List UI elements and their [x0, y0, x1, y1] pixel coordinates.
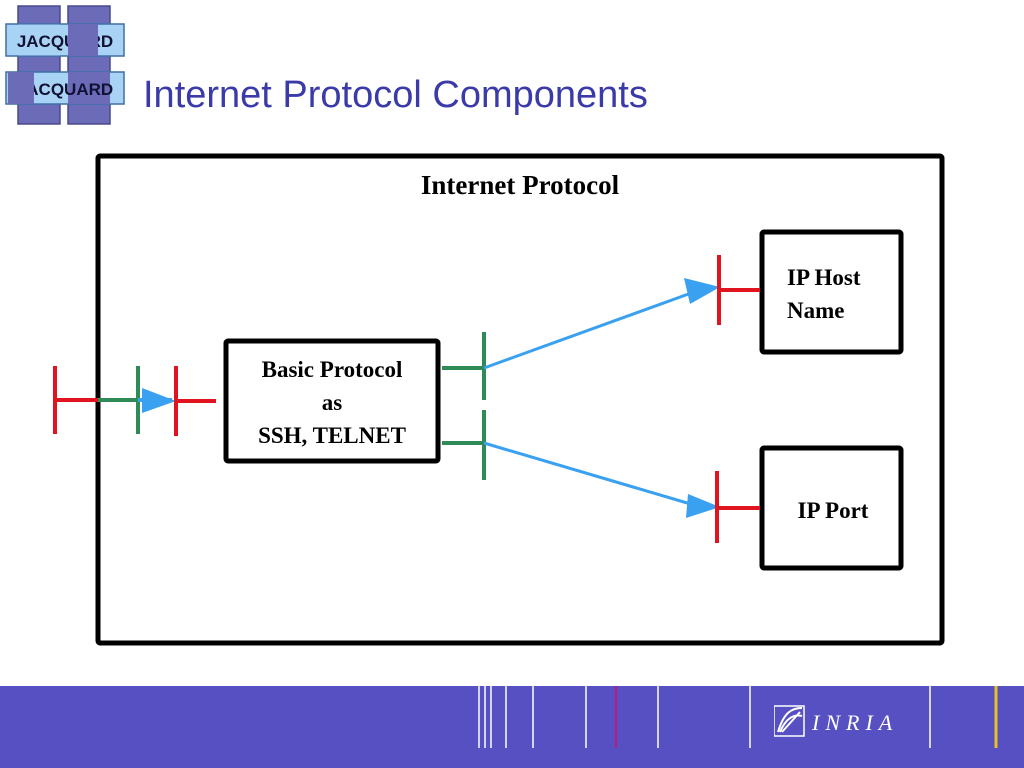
inria-logo: INRIA [774, 705, 898, 737]
basic-box-output-ports [442, 332, 486, 480]
footer-bar: INRIA [0, 686, 1024, 768]
jacquard-logo: JACQUARD JACQUARD [5, 5, 125, 125]
slide-title: Internet Protocol Components [143, 74, 648, 116]
basic-protocol-line1: Basic Protocol [261, 357, 403, 382]
ip-host-label: IP Host Name [787, 261, 897, 327]
inria-logo-text: INRIA [811, 710, 898, 735]
port-input-port [715, 471, 760, 543]
ip-host-box [759, 229, 904, 355]
ip-host-line2: Name [787, 298, 845, 323]
ip-port-box [759, 445, 904, 571]
basic-protocol-box [223, 338, 441, 464]
host-input-port [717, 255, 760, 325]
outer-box-label: Internet Protocol [420, 170, 620, 200]
basic-protocol-line2: as [321, 390, 343, 415]
input-green-connector [98, 366, 176, 434]
basic-protocol-line3: SSH, TELNET [258, 423, 406, 448]
logo-bottom-text: JACQUARD [17, 80, 113, 99]
arrow-to-host [483, 278, 720, 370]
ip-host-line1: IP Host [787, 265, 861, 290]
ip-port-line1: IP Port [797, 498, 869, 523]
ip-port-label: IP Port [764, 494, 902, 527]
footer-decoration [478, 686, 998, 748]
basic-box-input-port [174, 366, 216, 436]
arrow-to-port [483, 441, 720, 518]
input-red-port [53, 366, 98, 434]
basic-protocol-label: Basic Protocol as SSH, TELNET [228, 353, 436, 452]
inria-mark-icon [774, 705, 805, 737]
